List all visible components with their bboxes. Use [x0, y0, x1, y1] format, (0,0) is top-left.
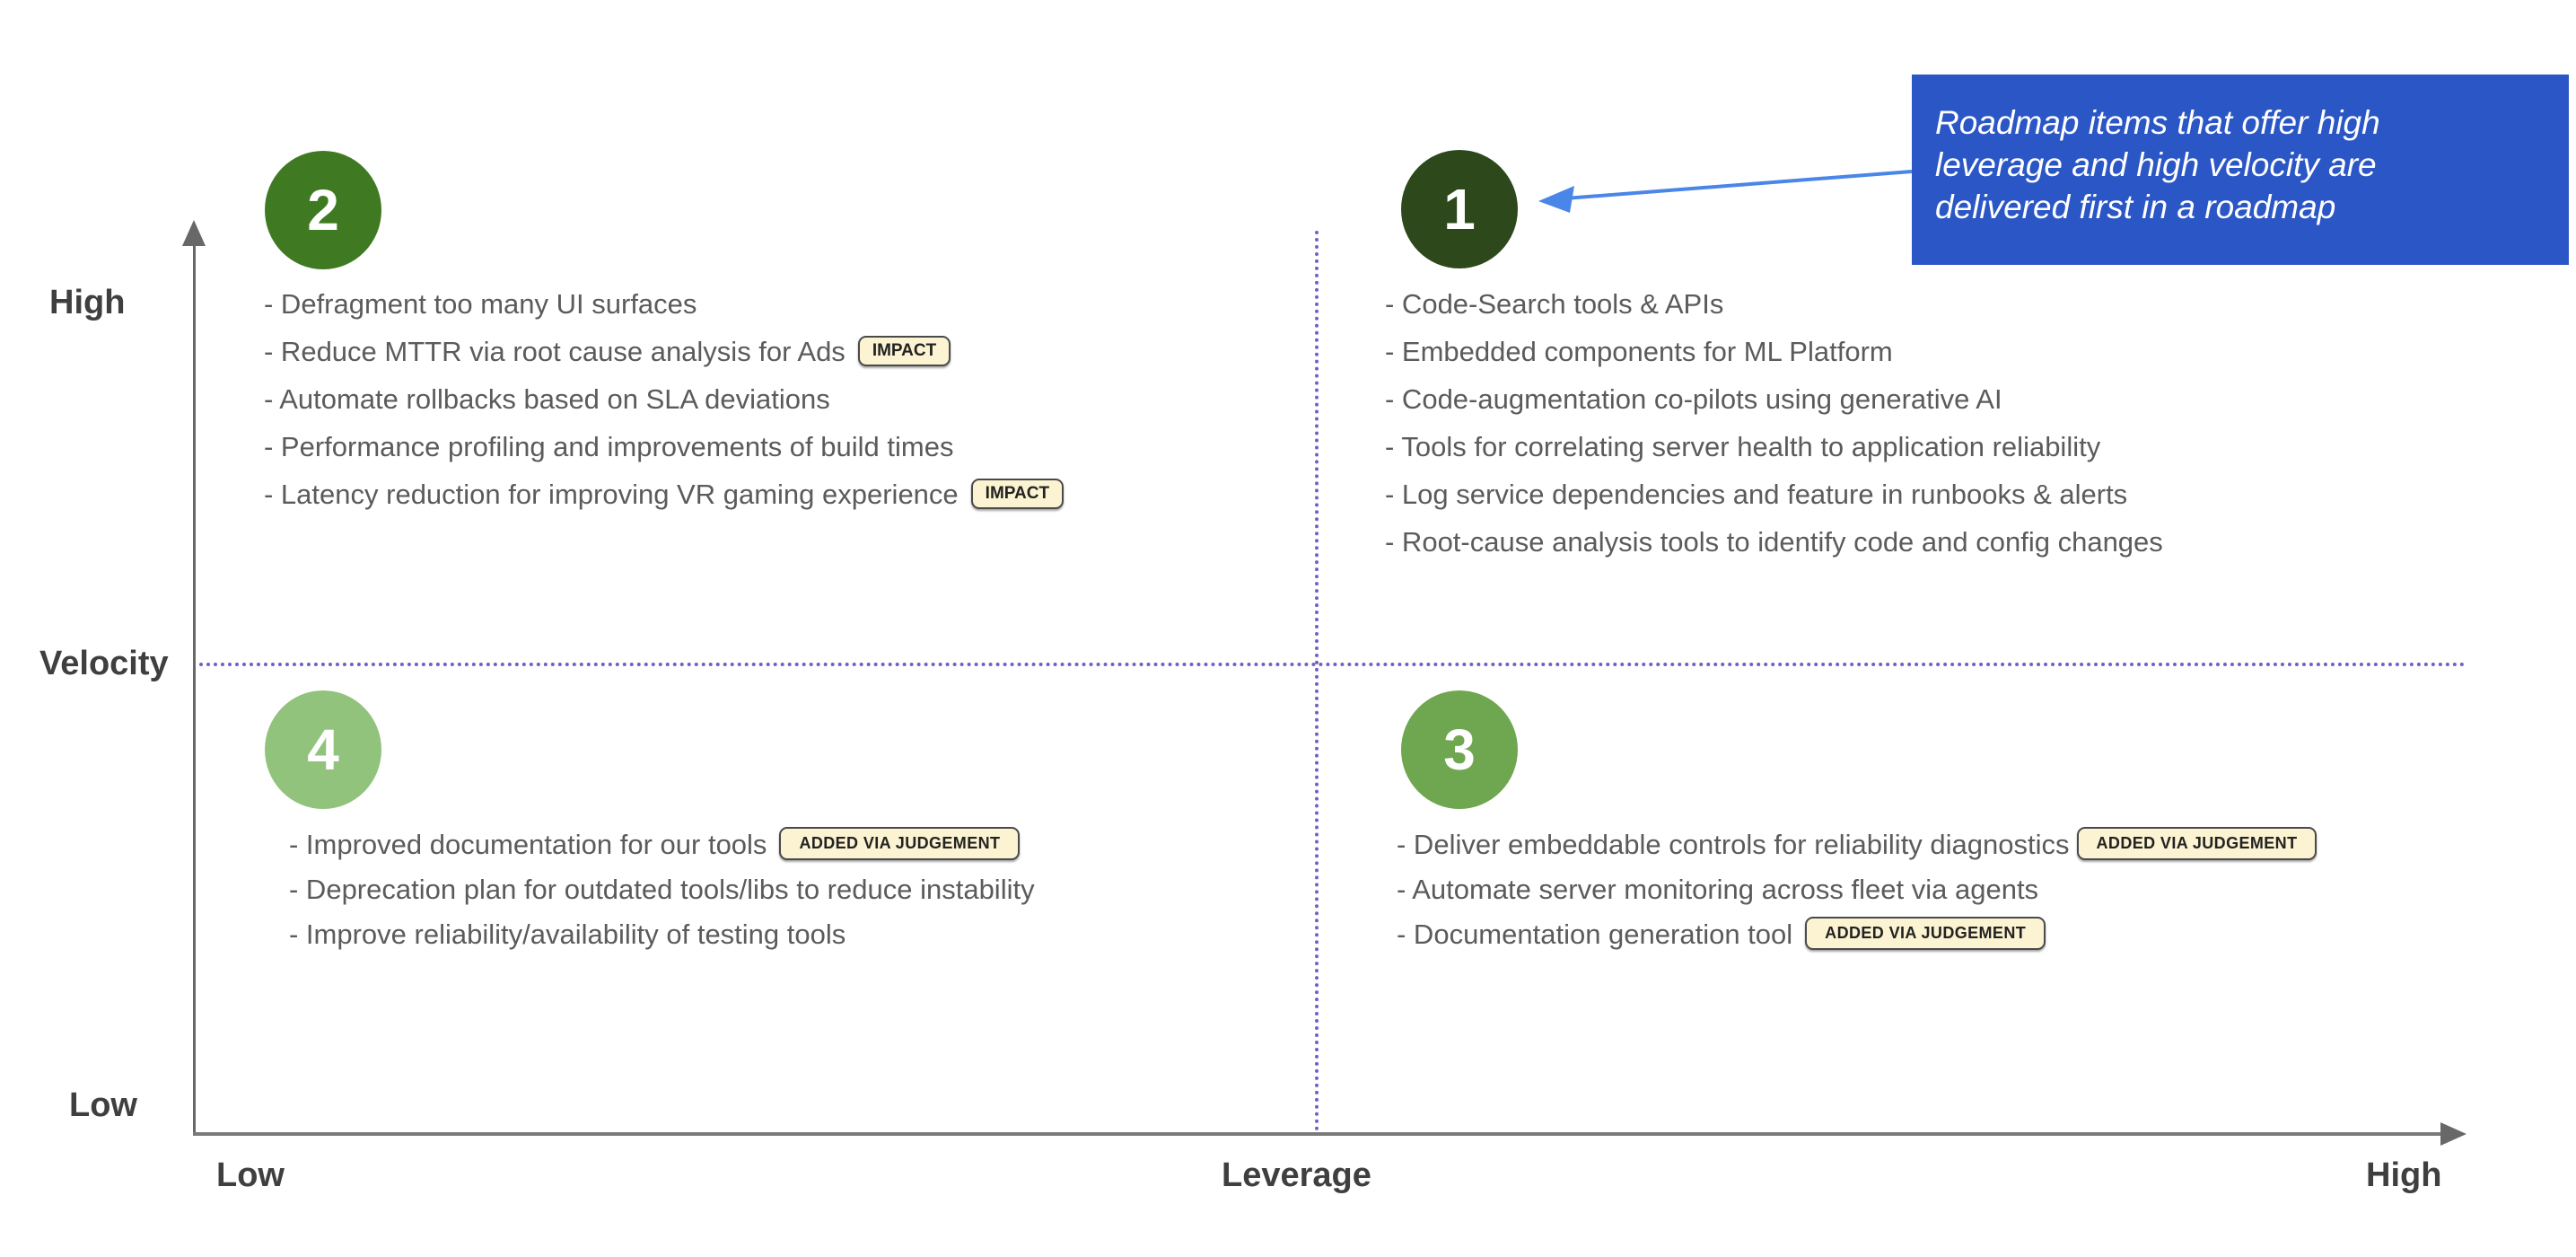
quadrant-3-item-list: - Deliver embeddable controls for reliab… [1397, 822, 2318, 957]
item-text: - Code-augmentation co-pilots using gene… [1385, 383, 2002, 415]
list-item: - Improve reliability/availability of te… [289, 912, 1035, 957]
y-axis-arrowhead-icon [182, 220, 206, 246]
y-axis-high-label: High [49, 284, 126, 321]
item-text: - Automate rollbacks based on SLA deviat… [264, 383, 830, 415]
list-item: - Embedded components for ML Platform [1385, 328, 2163, 375]
quadrant-2-circle: 2 [265, 151, 381, 269]
quadrant-4-circle: 4 [265, 690, 381, 809]
quadrant-1-circle: 1 [1401, 150, 1518, 268]
list-item: - Code-Search tools & APIs [1385, 280, 2163, 328]
list-item: - Log service dependencies and feature i… [1385, 470, 2163, 518]
item-text: - Deliver embeddable controls for reliab… [1397, 829, 2070, 860]
quadrant-1-item-list: - Code-Search tools & APIs - Embedded co… [1385, 280, 2163, 566]
list-item: - Improved documentation for our tools AD… [289, 822, 1035, 867]
x-axis-high-label: High [2366, 1156, 2442, 1194]
added-via-judgement-badge: ADDED VIA JUDGEMENT [779, 827, 1021, 861]
callout-line: leverage and high velocity are [1935, 146, 2377, 183]
impact-badge: IMPACT [970, 478, 1065, 509]
list-item: - Deprecation plan for outdated tools/li… [289, 867, 1035, 912]
x-axis-title: Leverage [1222, 1156, 1371, 1194]
vertical-dotted-divider [1315, 231, 1319, 1131]
list-item: - Performance profiling and improvements… [264, 423, 1064, 470]
quadrant-4-item-list: - Improved documentation for our tools AD… [289, 822, 1035, 957]
quadrant-2-item-list: - Defragment too many UI surfaces - Redu… [264, 280, 1065, 518]
quadrant-3-circle: 3 [1401, 690, 1518, 809]
list-item: - Root-cause analysis tools to identify … [1385, 518, 2163, 566]
list-item: - Reduce MTTR via root cause analysis fo… [264, 328, 1064, 375]
x-axis-line [193, 1132, 2442, 1136]
item-text: - Documentation generation tool [1397, 919, 1793, 950]
item-text: - Log service dependencies and feature i… [1385, 479, 2128, 510]
callout-arrow-icon [1538, 170, 1913, 213]
y-axis-title: Velocity [39, 645, 169, 682]
horizontal-dotted-divider [199, 663, 2466, 666]
item-text: - Automate server monitoring across flee… [1397, 874, 2039, 905]
list-item: - Code-augmentation co-pilots using gene… [1385, 375, 2163, 423]
y-axis-line [193, 244, 196, 1135]
y-axis-low-label: Low [69, 1086, 137, 1124]
list-item: - Deliver embeddable controls for reliab… [1397, 822, 2318, 867]
impact-badge: IMPACT [857, 335, 951, 366]
item-text: - Reduce MTTR via root cause analysis fo… [264, 336, 846, 367]
added-via-judgement-badge: ADDED VIA JUDGEMENT [1805, 917, 2046, 951]
item-text: - Improved documentation for our tools [289, 829, 767, 860]
list-item: - Documentation generation tool ADDED VIA… [1397, 912, 2317, 957]
list-item: - Tools for correlating server health to… [1385, 423, 2163, 470]
item-text: - Tools for correlating server health to… [1385, 431, 2101, 462]
x-axis-low-label: Low [216, 1156, 285, 1194]
x-axis-arrowhead-icon [2440, 1122, 2466, 1146]
item-text: - Deprecation plan for outdated tools/li… [289, 874, 1035, 905]
item-text: - Code-Search tools & APIs [1385, 288, 1724, 320]
added-via-judgement-badge: ADDED VIA JUDGEMENT [2076, 827, 2318, 861]
callout-line: Roadmap items that offer high [1935, 104, 2380, 141]
item-text: - Improve reliability/availability of te… [289, 919, 846, 950]
item-text: - Latency reduction for improving VR gam… [264, 479, 959, 510]
callout-line: delivered first in a roadmap [1935, 189, 2336, 225]
item-text: - Root-cause analysis tools to identify … [1385, 526, 2163, 558]
item-text: - Embedded components for ML Platform [1385, 336, 1893, 367]
item-text: - Defragment too many UI surfaces [264, 288, 697, 320]
item-text: - Performance profiling and improvements… [264, 431, 954, 462]
list-item: - Latency reduction for improving VR gam… [264, 470, 1065, 518]
list-item: - Automate rollbacks based on SLA deviat… [264, 375, 1064, 423]
list-item: - Automate server monitoring across flee… [1397, 867, 2317, 912]
list-item: - Defragment too many UI surfaces [264, 280, 1064, 328]
callout-note: Roadmap items that offer high leverage a… [1912, 75, 2569, 265]
